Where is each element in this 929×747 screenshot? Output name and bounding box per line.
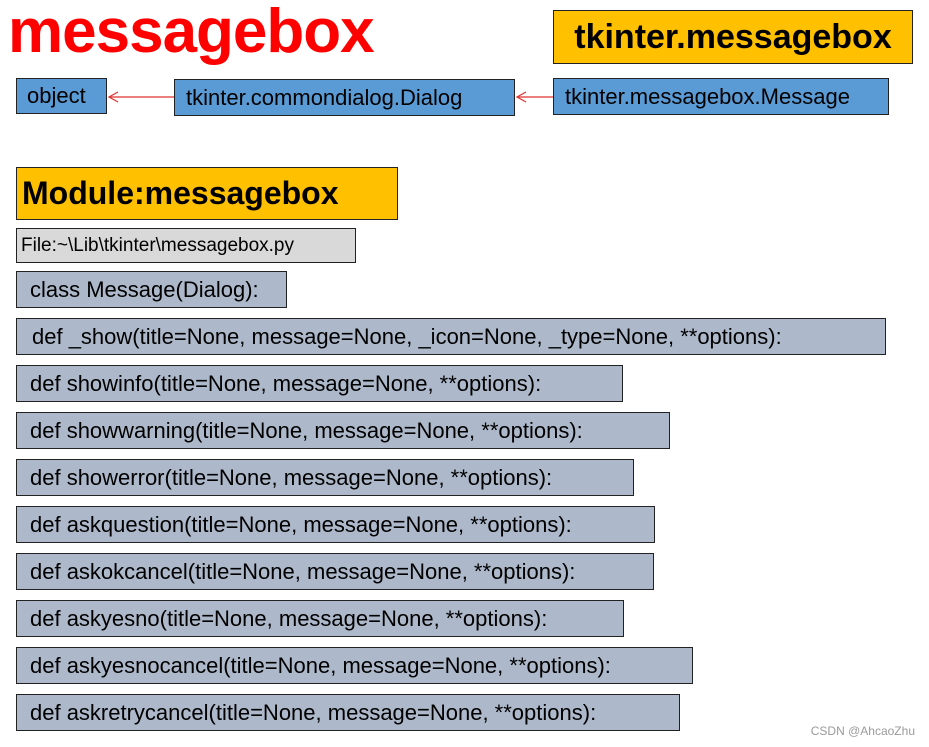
arrow-dialog-to-object: [107, 91, 174, 103]
function-box-show: def _show(title=None, message=None, _ico…: [16, 318, 886, 355]
function-box-askokcancel: def askokcancel(title=None, message=None…: [16, 553, 654, 590]
function-box-askretrycancel: def askretrycancel(title=None, message=N…: [16, 694, 680, 731]
page-title: messagebox: [8, 0, 375, 66]
class-box-object: object: [16, 78, 107, 114]
module-label: tkinter.messagebox: [553, 10, 913, 64]
function-box-askquestion: def askquestion(title=None, message=None…: [16, 506, 655, 543]
function-box-showerror: def showerror(title=None, message=None, …: [16, 459, 634, 496]
file-path-box: File:~\Lib\tkinter\messagebox.py: [16, 228, 356, 263]
function-box-showwarning: def showwarning(title=None, message=None…: [16, 412, 670, 449]
watermark: CSDN @AhcaoZhu: [810, 724, 915, 738]
class-box-message: tkinter.messagebox.Message: [553, 78, 889, 115]
class-box-dialog: tkinter.commondialog.Dialog: [174, 79, 515, 116]
function-box-askyesno: def askyesno(title=None, message=None, *…: [16, 600, 624, 637]
arrow-message-to-dialog: [515, 91, 553, 103]
class-definition-box: class Message(Dialog):: [16, 271, 287, 308]
function-box-askyesnocancel: def askyesnocancel(title=None, message=N…: [16, 647, 693, 684]
function-box-showinfo: def showinfo(title=None, message=None, *…: [16, 365, 623, 402]
module-heading: Module:messagebox: [16, 167, 398, 220]
